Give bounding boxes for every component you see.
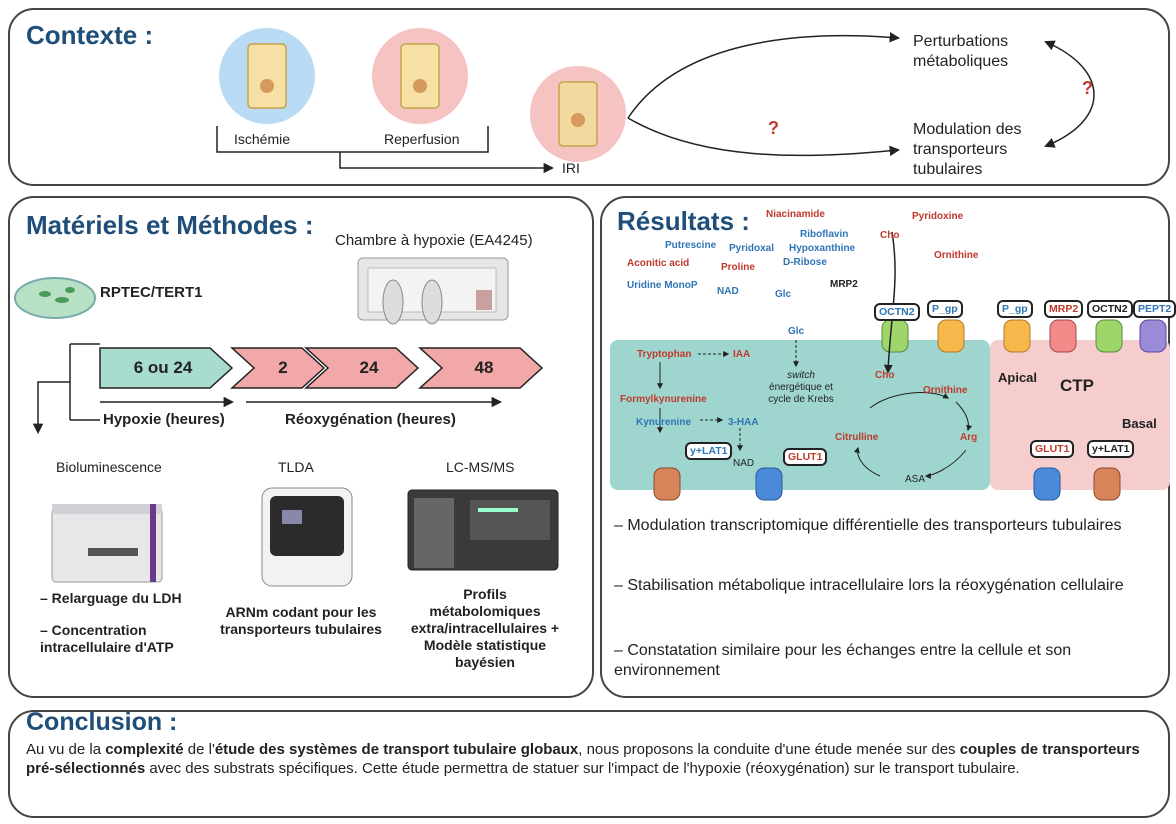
results-title: Résultats : (617, 206, 750, 236)
pathway-ornithine: Ornithine (923, 385, 968, 396)
pathway-glc: Glc (788, 326, 805, 337)
metabolite-riboflavin: Riboflavin (800, 229, 849, 240)
metabolite-cho-top: Cho (880, 230, 900, 241)
pathway-kynurenine: Kynurenine (636, 417, 692, 428)
conclusion-b2: étude des systèmes de transport tubulair… (214, 741, 579, 758)
conclusion-title: Conclusion : (26, 708, 178, 736)
tag-glut1-bottom-left: GLUT1 (783, 448, 828, 466)
conclusion-p1: Au vu de la (26, 741, 106, 758)
timeline-step-3: 24 (359, 358, 379, 377)
bio-item-atp: – Concentration intracellulaire d'ATP (40, 622, 174, 655)
metabolite-ornithine-top: Ornithine (934, 250, 979, 261)
apical-label: Apical (998, 370, 1038, 385)
finding-3: – Constatation similaire pour les échang… (614, 642, 1072, 679)
pathway-switch-italic: switch (787, 370, 815, 381)
pathway-asa: ASA (905, 474, 926, 485)
conclusion-panel (8, 710, 1170, 818)
conclusion-b3: couples de transporteurs pré-sélectionné… (26, 741, 1140, 777)
pathway-3haa: 3-HAA (728, 417, 759, 428)
bio-item-ldh: – Relarguage du LDH (40, 590, 182, 606)
pathway-iaa: IAA (733, 349, 751, 360)
hypoxia-label: Hypoxie (heures) (103, 411, 225, 428)
cells-label: RPTEC/TERT1 (100, 284, 203, 301)
tag-glut1-bottom-right: GLUT1 (1030, 440, 1075, 458)
metabolite-proline: Proline (721, 262, 755, 273)
tag-ylat1-bottom-left: y+LAT1 (685, 442, 733, 460)
pathway-nad: NAD (733, 458, 755, 469)
ctp-label: CTP (1060, 376, 1094, 395)
metabolite-uridine: Uridine MonoP (627, 280, 698, 291)
reperfusion-label: Reperfusion (384, 131, 460, 147)
metabolite-hypoxanthine: Hypoxanthine (789, 243, 856, 254)
metabolite-pyridoxine: Pyridoxine (912, 211, 964, 222)
conclusion-p3: , nous proposons la conduite d'une étude… (578, 741, 960, 758)
tag-pept2-right: PEPT2 (1133, 300, 1176, 318)
finding-2: – Stabilisation métabolique intracellula… (614, 577, 1124, 594)
pathway-switch: switch énergétique et cycle de Krebs (768, 370, 834, 406)
tag-pgp-right: P_gp (997, 300, 1033, 318)
perturbations-label: Perturbations métaboliques (913, 33, 1009, 70)
conclusion-p2: de l' (183, 741, 215, 758)
metabolite-glc-top: Glc (775, 289, 792, 300)
tlda-desc: ARNm codant pour les transporteurs tubul… (220, 604, 382, 637)
conclusion-text: Au vu de la complexité de l'étude des sy… (26, 740, 1162, 778)
pathway-switch-rest: énergétique et cycle de Krebs (768, 382, 834, 405)
metabolite-aconitic: Aconitic acid (627, 258, 690, 269)
tag-octn2-right: OCTN2 (1087, 300, 1133, 318)
question-mark-2: ? (1082, 78, 1093, 98)
metabolite-dribose: D-Ribose (783, 257, 827, 268)
tag-pgp-top: P_gp (927, 300, 963, 318)
question-mark-1: ? (768, 118, 779, 138)
chamber-label: Chambre à hypoxie (EA4245) (335, 232, 533, 249)
metabolite-putrescine: Putrescine (665, 240, 717, 251)
basal-label: Basal (1122, 416, 1157, 431)
reoxygenation-label: Réoxygénation (heures) (285, 411, 456, 428)
metabolite-niacinamide: Niacinamide (766, 209, 825, 220)
tag-octn2-top: OCTN2 (874, 303, 920, 321)
timeline-step-4: 48 (474, 358, 494, 377)
metabolite-nad-top: NAD (717, 286, 739, 297)
lcms-label: LC-MS/MS (446, 459, 515, 475)
conclusion-p4: avec des substrats spécifiques. Cette ét… (145, 760, 1020, 777)
pathway-tryptophan: Tryptophan (637, 349, 692, 360)
pathway-cho: Cho (875, 370, 895, 381)
timeline-step-2: 2 (278, 358, 288, 377)
iri-label: IRI (562, 160, 580, 176)
finding-1: – Modulation transcriptomique différenti… (614, 517, 1122, 534)
tlda-label: TLDA (278, 459, 314, 475)
lcms-desc: Profils métabolomiques extra/intracellul… (410, 586, 560, 670)
timeline-step-1: 6 ou 24 (133, 358, 193, 377)
pathway-formylkynurenine: Formylkynurenine (620, 394, 707, 405)
pathway-citrulline: Citrulline (835, 432, 879, 443)
modulation-label: Modulation des transporteurs tubulaires (913, 121, 1022, 178)
ischemie-label: Ischémie (234, 131, 291, 147)
pathway-arg: Arg (960, 432, 978, 443)
tag-mrp2-right: MRP2 (1044, 300, 1084, 318)
methods-title: Matériels et Méthodes : (26, 210, 314, 240)
tag-ylat1-bottom-right: y+LAT1 (1087, 440, 1135, 458)
conclusion-b1: complexité (105, 741, 184, 758)
metabolite-pyridoxal: Pyridoxal (729, 243, 775, 254)
context-title: Contexte : (26, 20, 154, 50)
mrp2-floating-label: MRP2 (830, 279, 858, 290)
bio-label: Bioluminescence (56, 459, 162, 475)
